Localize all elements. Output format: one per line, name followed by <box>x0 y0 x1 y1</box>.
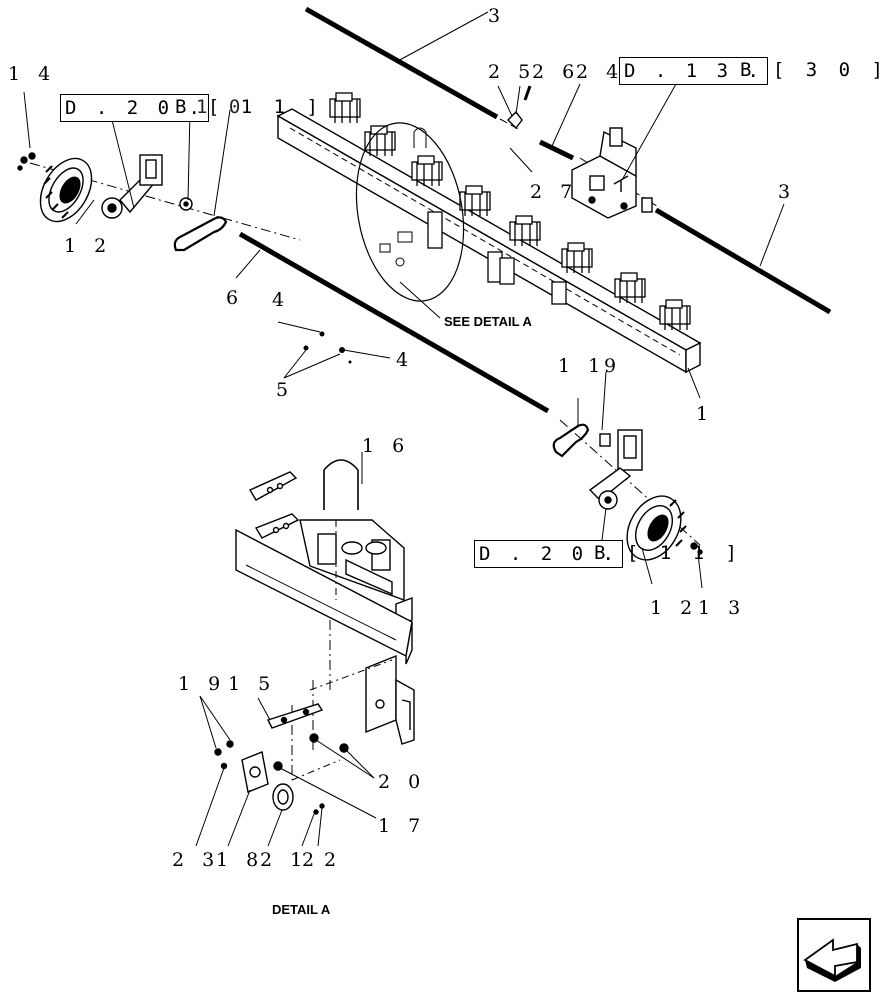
callout-1: 1 <box>696 403 715 425</box>
callout-12-left: 1 2 <box>64 235 113 257</box>
ref-tail-right: B [ 1 1 ] <box>594 542 742 564</box>
ref-box-top[interactable]: D . 1 3 . <box>619 57 768 85</box>
ref-box-right[interactable]: D . 2 0 . <box>474 540 623 568</box>
callout-6: 6 <box>226 287 245 309</box>
see-detail-leader <box>399 281 441 319</box>
callout-15: 1 5 <box>228 673 277 695</box>
callout-3-top: 3 <box>488 5 507 27</box>
callout-3-right: 3 <box>778 181 797 203</box>
assembly-centerlines <box>29 157 701 780</box>
callout-5: 5 <box>276 379 295 401</box>
detail-a-ellipse <box>355 122 465 302</box>
callout-9: 9 <box>604 355 623 377</box>
ref-tail-left: B [ 1 1 ] <box>175 96 323 118</box>
callout-12-right: 1 2 <box>650 597 699 619</box>
rod-3-upper <box>304 6 575 161</box>
callout-20: 2 0 <box>378 771 427 793</box>
mount-bracket-assembly <box>507 85 653 219</box>
loose-hardware-4-5 <box>303 331 352 364</box>
frame-brackets <box>427 211 567 305</box>
callout-26: 2 6 <box>532 61 581 83</box>
callout-24: 2 4 <box>576 61 625 83</box>
leader-lines-upper <box>23 11 785 589</box>
see-detail-a-caption: SEE DETAIL A <box>444 314 532 329</box>
detail-a-title: DETAIL A <box>272 902 331 917</box>
detail-a-small-parts <box>379 127 427 267</box>
callout-23: 2 3 <box>172 849 221 871</box>
rod-6 <box>238 231 550 414</box>
detail-a-assembly <box>214 459 415 815</box>
callout-22-a: 2 <box>302 849 321 871</box>
ref-box-left[interactable]: D . 2 0 . <box>60 94 209 122</box>
detail-a-hidden-lines <box>291 520 393 781</box>
leader-lines-detail-a <box>195 452 377 847</box>
callout-25: 2 5 <box>488 61 537 83</box>
callout-21: 2 1 <box>260 849 309 871</box>
callout-4-upper: 4 <box>272 289 291 311</box>
ref-overlap-left: 1 0 <box>196 96 246 118</box>
next-page-arrow-icon <box>803 938 861 982</box>
callout-16: 1 6 <box>362 435 411 457</box>
callout-17: 1 7 <box>378 815 427 837</box>
callout-19: 1 9 <box>178 673 227 695</box>
right-wheel-assembly <box>552 423 703 561</box>
callout-13: 1 3 <box>698 597 747 619</box>
callout-4-lower: 4 <box>396 349 415 371</box>
shank-row <box>329 92 691 330</box>
left-wheel-assembly <box>17 152 228 252</box>
callout-14: 1 4 <box>8 63 57 85</box>
callout-22-b: 2 <box>324 849 343 871</box>
next-page-button[interactable] <box>797 918 871 992</box>
callout-27: 2 7 <box>530 181 579 203</box>
callout-18: 1 8 <box>216 849 265 871</box>
toolbar-frame <box>276 108 702 374</box>
callout-11-right: 1 1 <box>558 355 607 377</box>
rod-3-lower <box>654 207 832 315</box>
ref-tail-top: B [ 3 0 ] <box>740 59 880 81</box>
